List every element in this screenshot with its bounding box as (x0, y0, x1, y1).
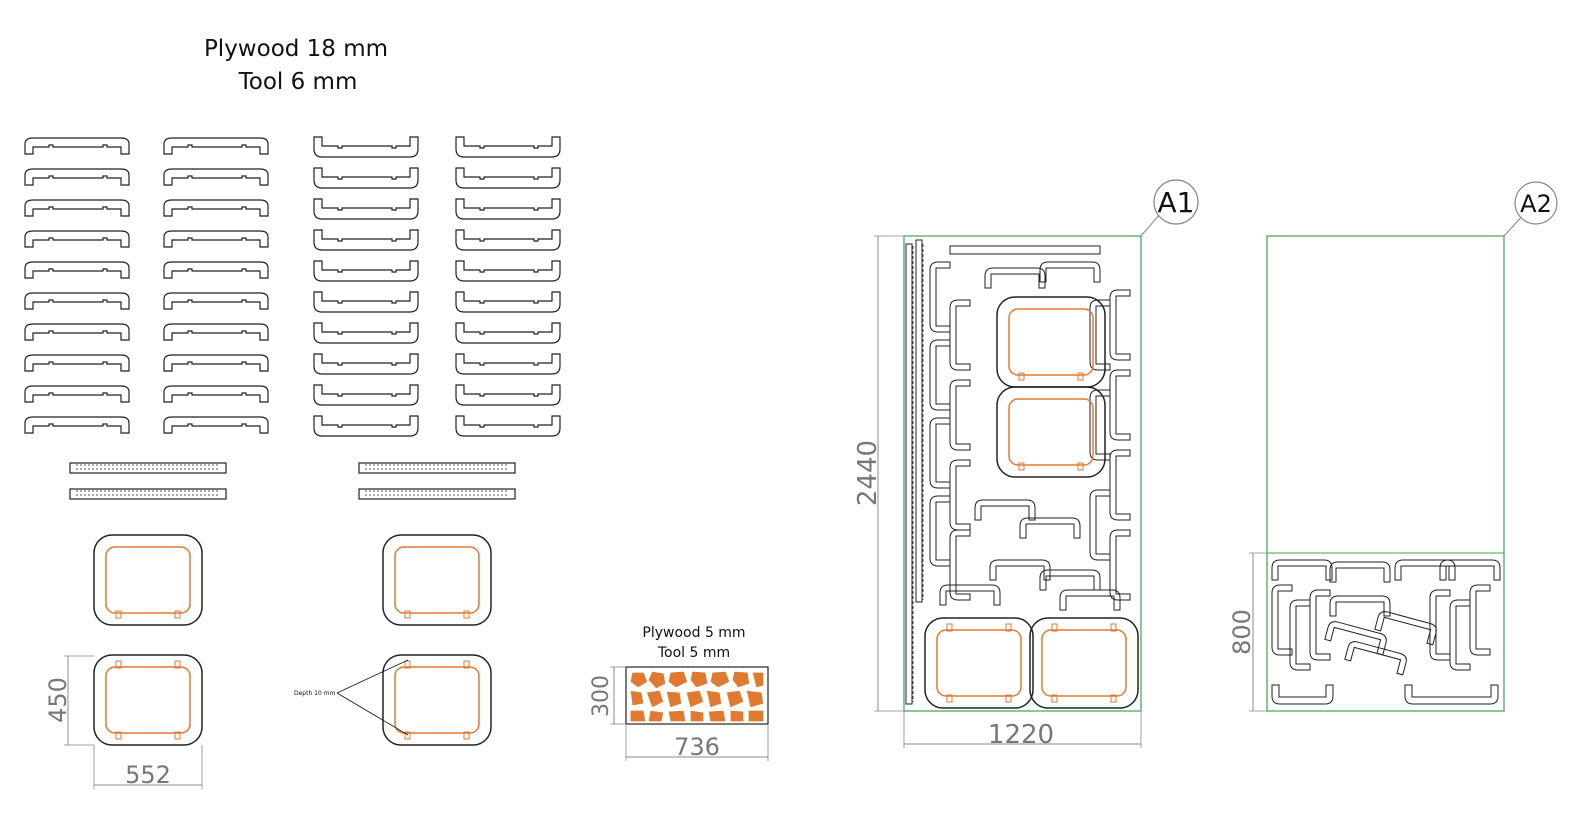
slat-parts (69, 462, 516, 500)
frame-width-dimension: 552 (93, 745, 203, 789)
frame-part-top-left (93, 534, 203, 626)
depth-annotation: Depth 10 mm (294, 659, 409, 736)
tool-label-6mm: Tool 6 mm (238, 69, 358, 95)
sheet-a2-height-value: 800 (1228, 609, 1256, 655)
material-label-18mm: Plywood 18 mm (204, 36, 388, 62)
sheet-a1-height-dimension: 2440 (853, 235, 904, 712)
panel-width-value: 736 (674, 733, 720, 761)
leg-parts-column-3 (313, 136, 419, 437)
frame-part-top-right (382, 534, 492, 626)
sheet-a1: A1 (903, 179, 1199, 712)
panel-height-value: 300 (589, 675, 614, 717)
sheet-a1-width-value: 1220 (988, 720, 1054, 750)
sheet-a2: A2 (1266, 181, 1558, 712)
sheet-a1-width-dimension: 1220 (903, 711, 1142, 750)
panel-tool-label: Tool 5 mm (657, 645, 730, 661)
frame-height-value: 450 (44, 677, 72, 723)
frame-part-bottom-left (93, 654, 203, 746)
sheet-a2-height-dimension: 800 (1228, 552, 1267, 712)
frame-width-value: 552 (125, 761, 171, 789)
leg-parts-column-4 (455, 136, 561, 437)
sheet-a1-height-value: 2440 (853, 440, 883, 506)
leg-parts-column-2 (163, 137, 269, 434)
panel-material-label: Plywood 5 mm (642, 625, 745, 641)
sheet-a2-label: A2 (1520, 190, 1552, 218)
frame-height-dimension: 450 (44, 655, 94, 746)
panel-width-dimension: 736 (625, 724, 769, 761)
frame-part-bottom-right (382, 654, 492, 746)
panel-height-dimension: 300 (589, 666, 626, 725)
sheet-a1-label: A1 (1158, 186, 1195, 219)
leg-parts-column-1 (24, 137, 130, 434)
decorative-panel (625, 666, 769, 725)
depth-note: Depth 10 mm (294, 690, 336, 697)
